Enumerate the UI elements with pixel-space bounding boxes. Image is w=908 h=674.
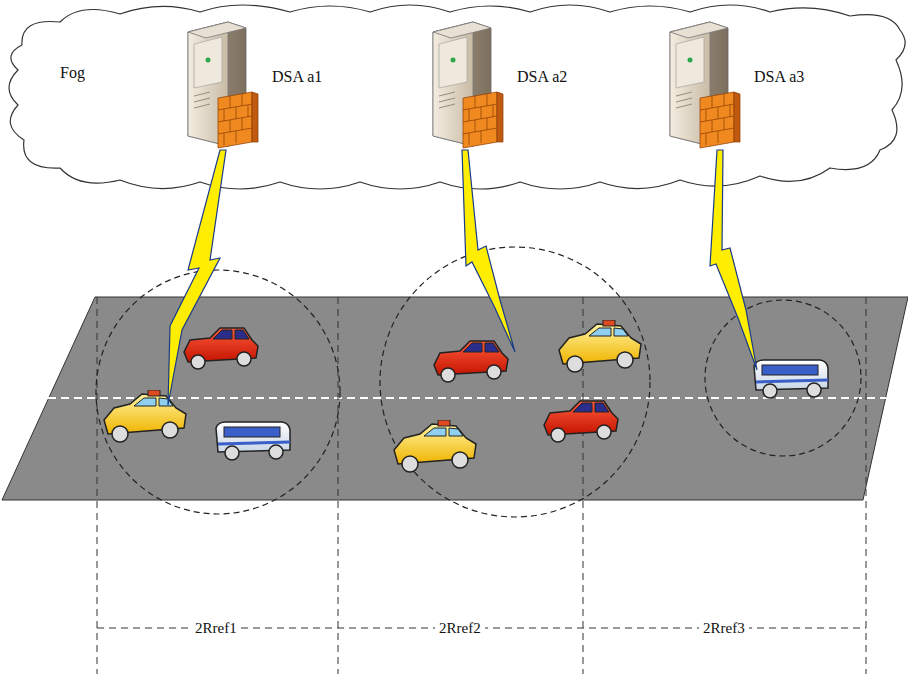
lane-divider (48, 397, 886, 399)
server-icon (662, 18, 742, 150)
server-node: DSA a1 (180, 18, 329, 150)
dimension-label: 2Rref1 (191, 620, 241, 637)
server-label: DSA a3 (754, 68, 804, 86)
vehicles (104, 320, 828, 472)
region-title: Fog (60, 64, 85, 82)
server-label: DSA a1 (272, 68, 322, 86)
fog-cloud (9, 5, 905, 189)
server-node: DSA a3 (662, 18, 811, 150)
server-node: DSA a2 (425, 18, 574, 150)
dimension-label: 2Rref2 (435, 620, 485, 637)
dimension-label: 2Rref3 (699, 620, 749, 637)
server-icon (180, 18, 260, 150)
road (2, 297, 908, 500)
coverage-circle (96, 247, 861, 517)
fog-region: Fog DSA a1 DSA a2 DSA a3 (0, 0, 908, 200)
wireless-link (168, 150, 757, 405)
server-label: DSA a2 (517, 68, 567, 86)
server-icon (425, 18, 505, 150)
